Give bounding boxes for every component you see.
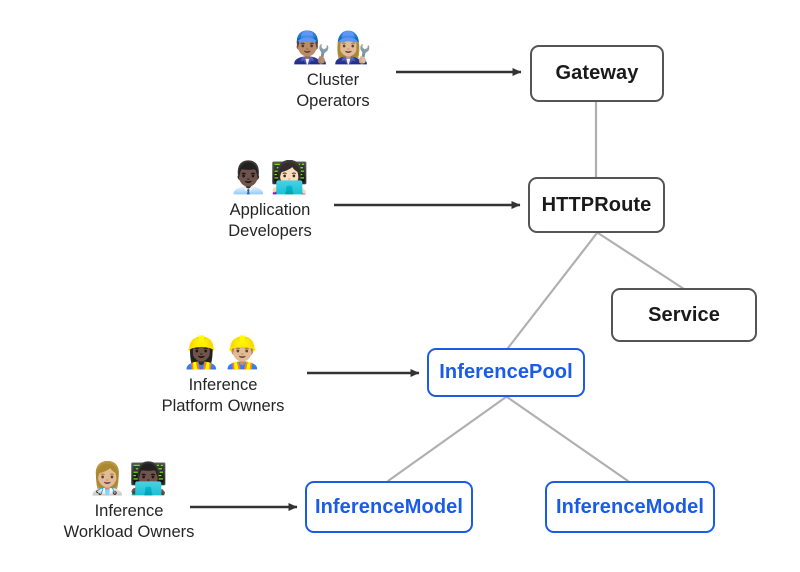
persona-inference-workload-owners-label: Inference Workload Owners: [64, 501, 195, 543]
node-inferencemodel-1[interactable]: InferenceModel: [305, 481, 473, 533]
persona-cluster-operators: 👨🏽‍🔧👩🏼‍🔧 Cluster Operators: [228, 33, 438, 112]
edge-httproute-service: [596, 231, 686, 291]
node-inferencepool[interactable]: InferencePool: [427, 348, 585, 397]
edge-inferencepool-inferencemodel-2: [505, 395, 630, 483]
persona-label-line2: Workload Owners: [63, 523, 195, 542]
persona-cluster-operators-label: Cluster Operators: [296, 70, 369, 112]
edge-inferencepool-inferencemodel-1: [386, 395, 508, 483]
persona-label-line2: Operators: [296, 92, 370, 111]
construction-worker-pair-icon: 👷🏿‍♀️👷🏼‍♂️: [182, 335, 264, 371]
persona-inference-platform-owners-label: Inference Platform Owners: [162, 375, 285, 417]
persona-label-line1: Application: [229, 201, 311, 219]
persona-inference-workload-owners: 👩🏼‍⚕️👨🏿‍💻 Inference Workload Owners: [24, 464, 234, 543]
persona-label-line2: Platform Owners: [161, 397, 285, 416]
node-inferencemodel-2-label: InferenceModel: [555, 495, 705, 518]
node-httproute[interactable]: HTTPRoute: [528, 177, 665, 233]
node-inferencemodel-1-label: InferenceModel: [314, 495, 464, 518]
node-gateway[interactable]: Gateway: [530, 45, 664, 102]
node-service-label: Service: [648, 303, 720, 326]
persona-label-line2: Developers: [228, 222, 312, 241]
node-service[interactable]: Service: [611, 288, 757, 342]
node-httproute-label: HTTPRoute: [541, 193, 652, 216]
persona-application-developers: 👨🏿‍💼👩🏻‍💻 Application Developers: [165, 163, 375, 242]
health-worker-technologist-pair-icon: 👩🏼‍⚕️👨🏿‍💻: [88, 461, 170, 497]
node-inferencepool-label: InferencePool: [439, 361, 573, 383]
persona-label-line1: Inference: [94, 502, 164, 520]
node-gateway-label: Gateway: [555, 62, 639, 84]
persona-application-developers-label: Application Developers: [228, 200, 311, 242]
persona-label-line1: Cluster: [306, 71, 360, 89]
edge-httproute-inferencepool: [506, 231, 599, 350]
mechanic-pair-icon: 👨🏽‍🔧👩🏼‍🔧: [292, 30, 374, 66]
persona-label-line1: Inference: [188, 376, 258, 394]
office-worker-technologist-pair-icon: 👨🏿‍💼👩🏻‍💻: [229, 160, 311, 196]
persona-inference-platform-owners: 👷🏿‍♀️👷🏼‍♂️ Inference Platform Owners: [118, 338, 328, 417]
node-inferencemodel-2[interactable]: InferenceModel: [545, 481, 715, 533]
